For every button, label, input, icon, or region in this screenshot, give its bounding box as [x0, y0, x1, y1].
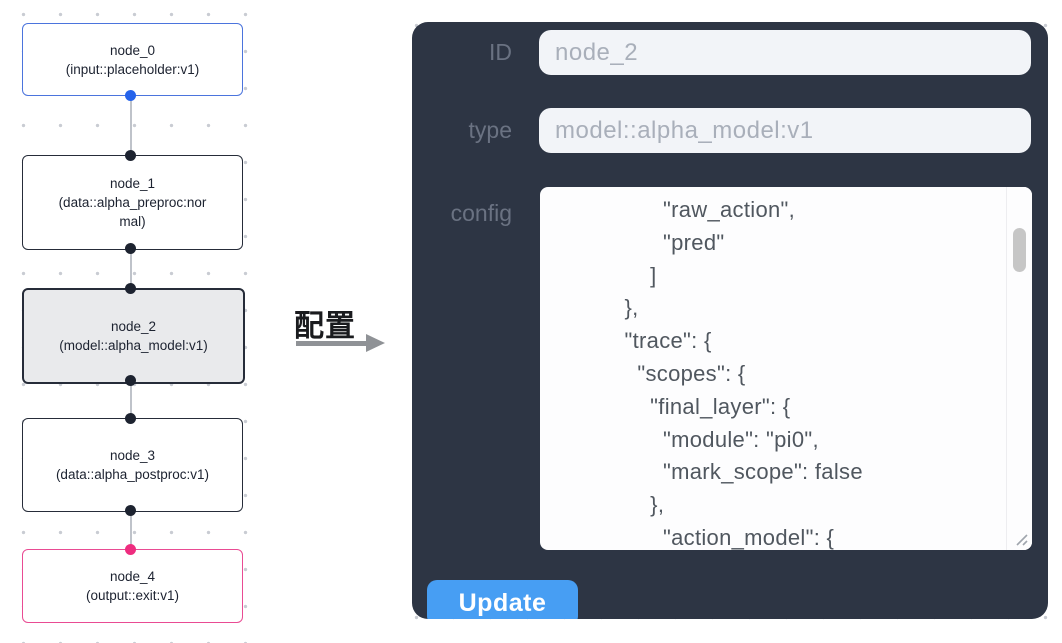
- id-input[interactable]: [539, 30, 1031, 75]
- port-node1-out[interactable]: [125, 242, 136, 254]
- node-id-label: node_4: [109, 569, 156, 584]
- graph-node-node_4[interactable]: node_4 (output::exit:v1): [22, 549, 243, 623]
- node-id-label: node_1: [109, 176, 156, 191]
- port-node4-in[interactable]: [125, 543, 136, 555]
- config-region: ID type config "raw_action", "pred" ] },…: [392, 0, 1062, 643]
- port-node0-out[interactable]: [125, 89, 136, 101]
- node-editor-canvas[interactable]: node_0 (input::placeholder:v1) node_1 (d…: [0, 0, 270, 643]
- arrow-right-icon: [296, 341, 366, 346]
- node-type-label: (data::alpha_preproc:normal): [58, 195, 207, 229]
- edge-node0-node1: [130, 95, 132, 155]
- config-panel: ID type config "raw_action", "pred" ] },…: [412, 22, 1048, 619]
- edge-node1-node2: [130, 248, 132, 288]
- config-textarea[interactable]: "raw_action", "pred" ] }, "trace": { "sc…: [540, 187, 1032, 550]
- arrow-right-head-icon: [366, 334, 385, 352]
- scrollbar-thumb[interactable]: [1013, 228, 1026, 272]
- node-type-label: (data::alpha_postproc:v1): [55, 467, 210, 482]
- type-input[interactable]: [539, 108, 1031, 153]
- scrollbar-track[interactable]: [1006, 187, 1032, 550]
- node-id-label: node_2: [110, 319, 157, 334]
- node-type-label: (input::placeholder:v1): [65, 61, 200, 77]
- config-json-text[interactable]: "raw_action", "pred" ] }, "trace": { "sc…: [624, 197, 863, 550]
- port-node1-in[interactable]: [125, 149, 136, 161]
- resize-grip-icon[interactable]: [1015, 533, 1029, 547]
- edge-node3-node4: [130, 510, 132, 549]
- graph-node-node_2[interactable]: node_2 (model::alpha_model:v1): [22, 288, 245, 384]
- port-node3-in[interactable]: [125, 412, 136, 424]
- id-field-label: ID: [489, 39, 512, 65]
- node-id-label: node_0: [109, 42, 156, 58]
- type-field-label: type: [468, 117, 512, 143]
- graph-node-node_3[interactable]: node_3 (data::alpha_postproc:v1): [22, 418, 243, 512]
- port-node3-out[interactable]: [125, 504, 136, 516]
- port-node2-out[interactable]: [125, 374, 136, 386]
- graph-node-node_1[interactable]: node_1 (data::alpha_preproc:normal): [22, 155, 243, 250]
- edge-node2-node3: [130, 380, 132, 418]
- config-field-label: config: [450, 200, 512, 226]
- node-id-label: node_3: [109, 448, 156, 463]
- node-type-label: (model::alpha_model:v1): [59, 338, 208, 353]
- port-node2-in[interactable]: [125, 282, 136, 294]
- config-annotation-label: 配置: [294, 310, 356, 343]
- update-button[interactable]: Update: [427, 580, 578, 619]
- graph-node-node_0[interactable]: node_0 (input::placeholder:v1): [22, 23, 243, 96]
- node-type-label: (output::exit:v1): [85, 588, 180, 603]
